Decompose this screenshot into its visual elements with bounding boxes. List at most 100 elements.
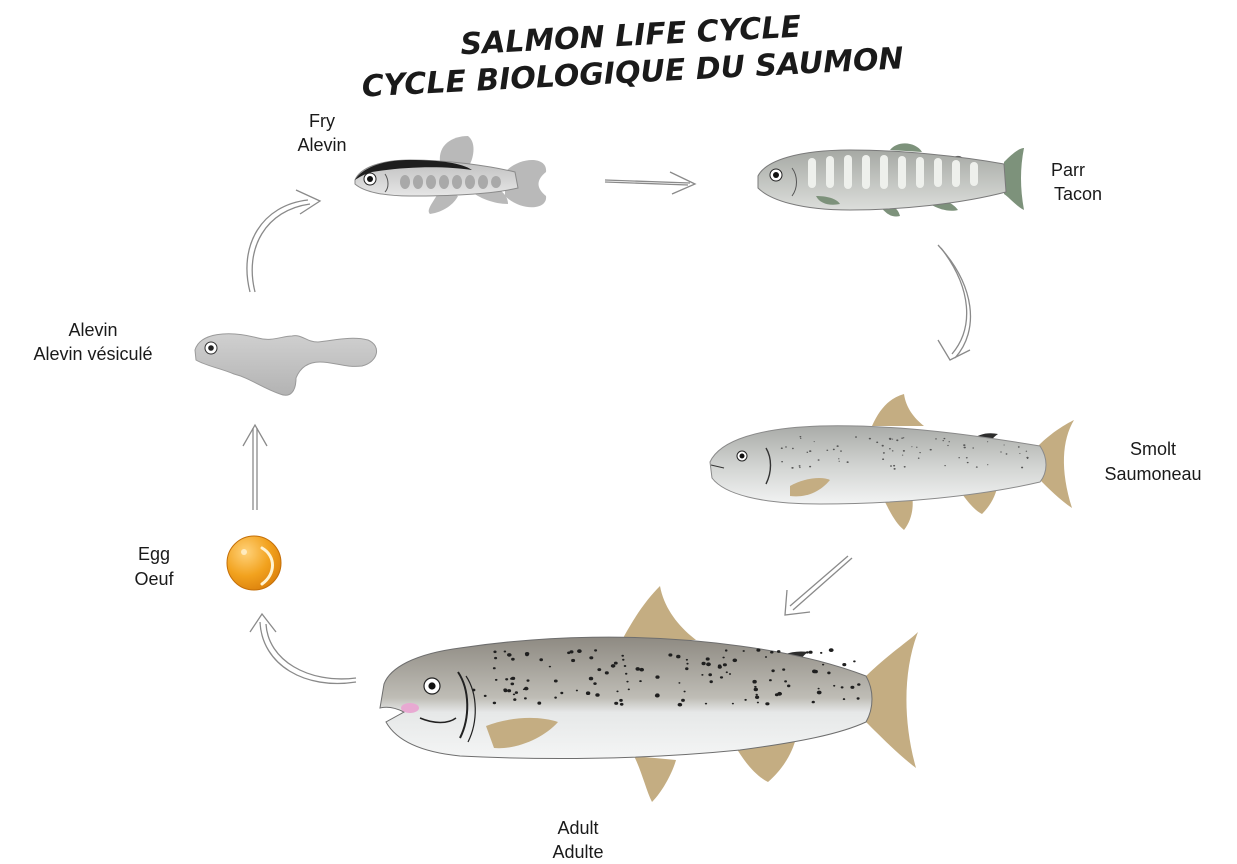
spot <box>838 458 839 459</box>
spot <box>919 452 920 453</box>
spot <box>963 444 965 446</box>
spot <box>1004 445 1005 446</box>
spot <box>621 655 624 657</box>
arrow-parr-to-smolt <box>938 245 970 360</box>
spot <box>589 677 593 681</box>
spot <box>624 665 627 667</box>
spot <box>792 448 794 449</box>
spot <box>616 691 618 693</box>
spot <box>655 694 660 698</box>
spot <box>504 651 507 653</box>
spot <box>809 466 811 468</box>
spot <box>781 461 783 462</box>
spot <box>619 699 623 702</box>
spot <box>972 447 974 448</box>
spot <box>822 664 824 666</box>
spot <box>493 667 496 669</box>
spot <box>949 441 950 442</box>
spot <box>560 692 563 694</box>
spot <box>527 679 530 681</box>
spot <box>686 663 688 665</box>
spot <box>1026 451 1027 452</box>
spot <box>935 438 937 439</box>
spot <box>507 653 512 657</box>
spot <box>800 436 802 437</box>
spot <box>681 699 685 702</box>
spot <box>722 657 724 659</box>
spot <box>882 445 884 447</box>
spot <box>622 659 624 661</box>
spot <box>513 698 516 701</box>
spot <box>855 436 857 438</box>
spot <box>511 677 515 680</box>
spot <box>589 656 593 659</box>
spot <box>787 685 790 688</box>
spot <box>806 651 809 653</box>
spot <box>1000 451 1001 452</box>
spot <box>892 450 894 451</box>
spot <box>668 653 672 656</box>
spot <box>843 698 845 700</box>
spot <box>676 655 680 659</box>
label-fry-fr: Alevin <box>297 135 346 155</box>
spot <box>882 458 884 460</box>
spot <box>782 668 785 670</box>
spot <box>526 654 529 656</box>
spot <box>799 465 801 467</box>
spot <box>639 668 644 672</box>
spot <box>594 649 597 651</box>
spot <box>1018 446 1020 447</box>
spot <box>1006 453 1008 454</box>
spot <box>901 438 903 439</box>
spot <box>889 438 891 440</box>
spot <box>639 680 642 682</box>
spot <box>539 658 543 661</box>
spot <box>515 691 518 694</box>
spot <box>678 703 683 707</box>
spot <box>894 468 896 470</box>
spot <box>729 673 731 675</box>
spot <box>625 673 627 675</box>
arrow-smolt-to-adult <box>785 556 852 615</box>
spot <box>755 696 759 699</box>
label-fry-en: Fry <box>309 111 335 131</box>
spot <box>944 438 946 439</box>
spot <box>896 439 898 441</box>
spot <box>812 702 814 704</box>
spot <box>503 688 507 691</box>
spot <box>869 438 871 440</box>
spot <box>744 699 746 701</box>
spot <box>754 686 757 688</box>
spot <box>777 692 782 696</box>
stage-label-adult: Adult Adulte <box>552 818 603 862</box>
spot <box>605 671 609 674</box>
spot <box>1019 453 1020 454</box>
spot <box>916 447 917 448</box>
diagram-title: SALMON LIFE CYCLE CYCLE BIOLOGIQUE DU SA… <box>359 4 904 104</box>
stage-label-parr: Parr Tacon <box>1051 160 1102 204</box>
spot <box>678 682 680 684</box>
spot <box>524 697 527 699</box>
spot <box>636 667 640 671</box>
spot <box>883 452 885 454</box>
spot <box>818 459 820 461</box>
spot <box>685 667 688 670</box>
spot <box>902 455 903 456</box>
spot <box>911 446 912 447</box>
spot <box>702 662 706 665</box>
spot <box>628 689 630 691</box>
spot <box>840 450 842 451</box>
spot <box>523 689 525 691</box>
spot <box>586 691 590 695</box>
spot <box>791 467 793 469</box>
spot <box>947 445 948 446</box>
spot <box>723 663 727 666</box>
spot <box>958 457 960 458</box>
label-alevin-fr: Alevin vésiculé <box>33 344 152 364</box>
spot <box>620 703 624 706</box>
spot <box>511 683 515 686</box>
spot <box>686 659 688 661</box>
label-parr-fr: Tacon <box>1054 184 1102 204</box>
spot <box>903 450 905 452</box>
